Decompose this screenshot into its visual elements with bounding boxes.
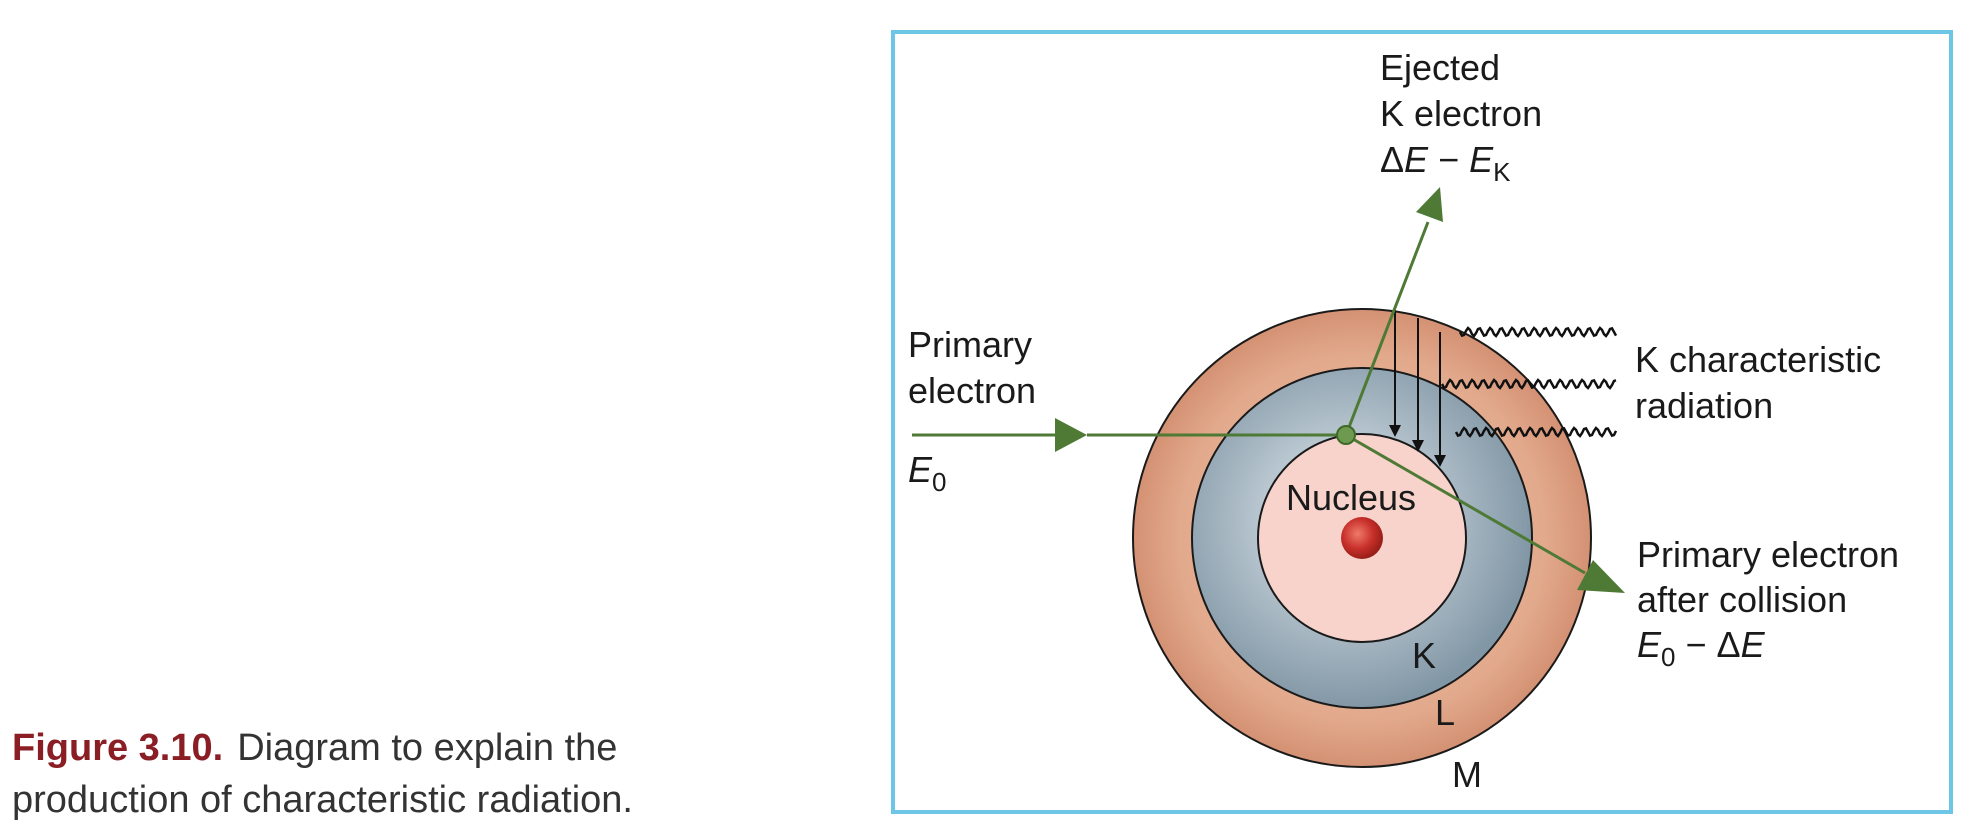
after-collision-label-line2: after collision (1637, 579, 1847, 620)
diagram-frame (891, 30, 1953, 814)
ejected-energy-label: ΔE − EK (1380, 139, 1511, 187)
shell-m-label: M (1452, 754, 1482, 795)
figure-caption: Figure 3.10.Diagram to explain the produ… (12, 722, 712, 826)
ejected-label-line1: Ejected (1380, 47, 1500, 88)
primary-label-line1: Primary (908, 324, 1032, 365)
k-characteristic-label-line1: K characteristic (1635, 339, 1881, 380)
collision-point (1336, 425, 1356, 445)
radiation-wave-1 (1458, 326, 1618, 338)
nucleus-label: Nucleus (1286, 477, 1416, 518)
primary-energy-label: E0 (908, 449, 946, 497)
radiation-wave-3 (1454, 426, 1618, 438)
after-collision-energy-label: E0 − ΔE (1637, 624, 1766, 672)
shell-k-label: K (1412, 635, 1436, 676)
ejected-electron-path (1344, 221, 1430, 436)
after-collision-label-line1: Primary electron (1637, 534, 1899, 575)
k-characteristic-label-line2: radiation (1635, 385, 1773, 426)
radiation-wave-2 (1440, 378, 1617, 390)
nucleus-icon (1341, 517, 1383, 559)
primary-label-line2: electron (908, 370, 1036, 411)
figure-label: Figure 3.10. (12, 727, 224, 769)
scattered-electron-arrowhead (1577, 560, 1625, 593)
shell-l-label: L (1435, 692, 1455, 733)
ejected-electron-arrowhead (1416, 187, 1443, 222)
primary-electron-arrowhead (1055, 418, 1087, 452)
figure-caption-text: Diagram to explain the production of cha… (12, 727, 633, 821)
ejected-label-line2: K electron (1380, 93, 1542, 134)
scattered-electron-path (1345, 433, 1586, 575)
